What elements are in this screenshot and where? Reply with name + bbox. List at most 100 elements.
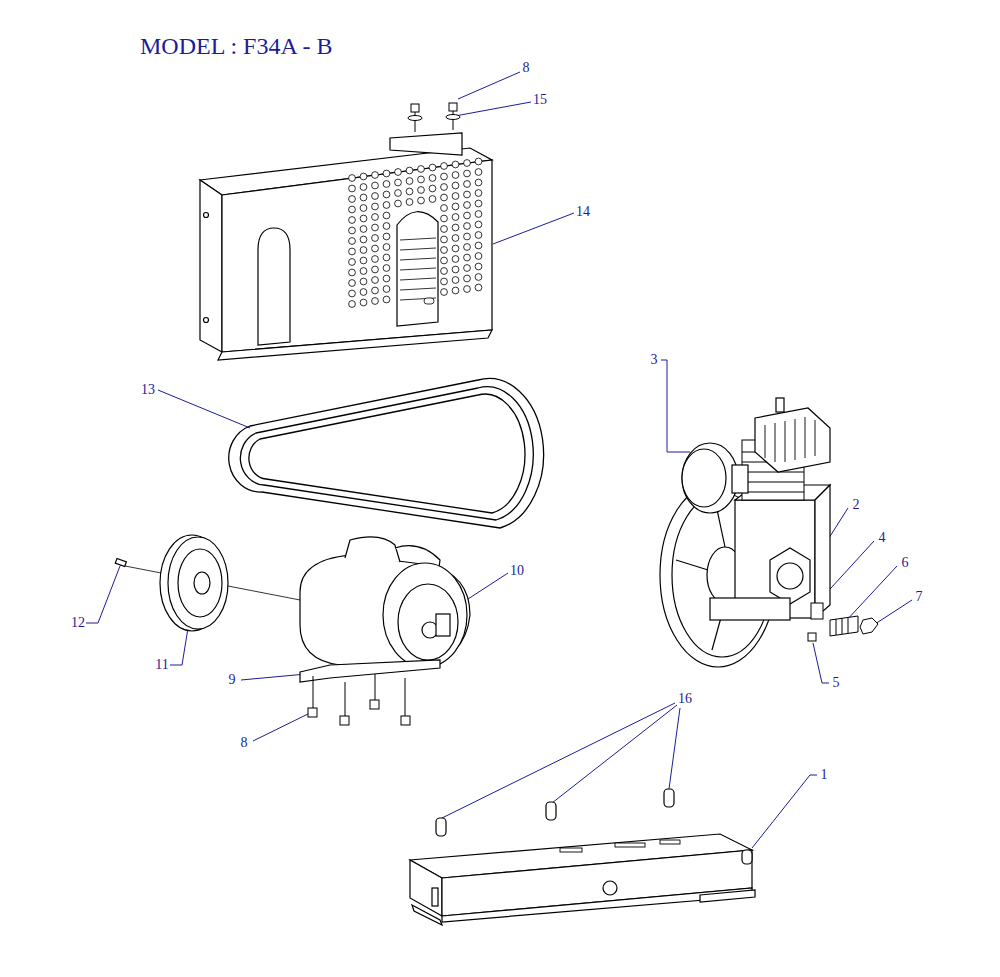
vent-hole bbox=[441, 268, 448, 275]
vent-hole bbox=[372, 277, 379, 284]
vent-hole bbox=[372, 235, 379, 242]
vent-hole bbox=[475, 179, 482, 186]
vent-hole bbox=[441, 173, 448, 180]
vent-hole bbox=[349, 280, 356, 287]
vent-hole bbox=[383, 223, 390, 230]
vent-hole bbox=[349, 248, 356, 255]
vent-hole bbox=[349, 269, 356, 276]
vent-hole bbox=[441, 215, 448, 222]
vent-hole bbox=[349, 185, 356, 192]
vent-hole bbox=[475, 200, 482, 207]
vent-hole bbox=[360, 247, 367, 254]
vent-hole bbox=[406, 188, 413, 195]
vent-hole bbox=[429, 196, 436, 203]
vent-hole bbox=[372, 224, 379, 231]
vent-hole bbox=[372, 182, 379, 189]
vent-hole bbox=[395, 200, 402, 207]
vent-hole bbox=[475, 211, 482, 218]
vent-hole bbox=[383, 296, 390, 303]
vent-hole bbox=[441, 236, 448, 243]
vent-hole bbox=[349, 196, 356, 203]
v-belt bbox=[229, 378, 544, 528]
vent-hole bbox=[406, 167, 413, 174]
vent-hole bbox=[452, 172, 459, 179]
vent-hole bbox=[441, 226, 448, 233]
vent-hole bbox=[360, 289, 367, 296]
vent-hole bbox=[452, 277, 459, 284]
vent-hole bbox=[441, 278, 448, 285]
vent-hole bbox=[464, 170, 471, 177]
vent-hole bbox=[441, 163, 448, 170]
vent-hole bbox=[383, 212, 390, 219]
vent-hole bbox=[441, 257, 448, 264]
vent-hole bbox=[395, 169, 402, 176]
vent-hole bbox=[383, 254, 390, 261]
vent-hole bbox=[372, 193, 379, 200]
vent-hole bbox=[441, 184, 448, 191]
vent-hole bbox=[360, 205, 367, 212]
vent-hole bbox=[441, 205, 448, 212]
vent-hole bbox=[464, 160, 471, 167]
vent-hole bbox=[452, 193, 459, 200]
vent-hole bbox=[383, 181, 390, 188]
vent-hole bbox=[383, 170, 390, 177]
callout-number: 8 bbox=[523, 61, 530, 75]
callout-number: 6 bbox=[902, 556, 909, 570]
vent-hole bbox=[475, 158, 482, 165]
vent-hole bbox=[360, 194, 367, 201]
vent-hole bbox=[360, 236, 367, 243]
vent-hole bbox=[349, 301, 356, 308]
vent-hole bbox=[372, 172, 379, 179]
vent-hole bbox=[452, 182, 459, 189]
vent-hole bbox=[360, 257, 367, 264]
vent-hole bbox=[418, 187, 425, 194]
vent-hole bbox=[383, 233, 390, 240]
callout-number: 5 bbox=[833, 676, 840, 690]
vent-hole bbox=[475, 190, 482, 197]
vent-hole bbox=[464, 275, 471, 282]
vent-hole bbox=[464, 181, 471, 188]
vent-hole bbox=[349, 227, 356, 234]
vent-hole bbox=[475, 284, 482, 291]
callout-number: 2 bbox=[853, 498, 860, 512]
base-frame bbox=[410, 789, 755, 925]
callout-number: 4 bbox=[879, 531, 886, 545]
vent-hole bbox=[429, 185, 436, 192]
vent-hole bbox=[349, 259, 356, 266]
callout-number: 12 bbox=[71, 616, 85, 630]
vent-hole bbox=[464, 286, 471, 293]
vent-hole bbox=[475, 221, 482, 228]
callout-number: 8 bbox=[241, 736, 248, 750]
vent-hole bbox=[372, 203, 379, 210]
vent-hole bbox=[475, 253, 482, 260]
vent-hole bbox=[406, 178, 413, 185]
vent-hole bbox=[464, 265, 471, 272]
vent-hole bbox=[418, 176, 425, 183]
vent-hole bbox=[429, 175, 436, 182]
vent-hole bbox=[418, 197, 425, 204]
vent-hole bbox=[383, 265, 390, 272]
vent-hole bbox=[406, 199, 413, 206]
vent-hole bbox=[383, 286, 390, 293]
vent-hole bbox=[464, 191, 471, 198]
vent-hole bbox=[395, 179, 402, 186]
vent-hole bbox=[475, 169, 482, 176]
vent-hole bbox=[360, 278, 367, 285]
vent-hole bbox=[383, 202, 390, 209]
vent-hole bbox=[452, 203, 459, 210]
vent-hole bbox=[464, 233, 471, 240]
vent-hole bbox=[475, 274, 482, 281]
vent-hole bbox=[349, 206, 356, 213]
vent-hole bbox=[349, 290, 356, 297]
callout-number: 16 bbox=[678, 692, 692, 706]
vent-hole bbox=[452, 287, 459, 294]
vent-hole bbox=[418, 166, 425, 173]
vent-hole bbox=[360, 268, 367, 275]
motor-and-pulley bbox=[115, 535, 470, 725]
vent-hole bbox=[464, 223, 471, 230]
vent-hole bbox=[395, 190, 402, 197]
vent-hole bbox=[372, 214, 379, 221]
vent-hole bbox=[464, 244, 471, 251]
leader-lines bbox=[86, 72, 912, 848]
